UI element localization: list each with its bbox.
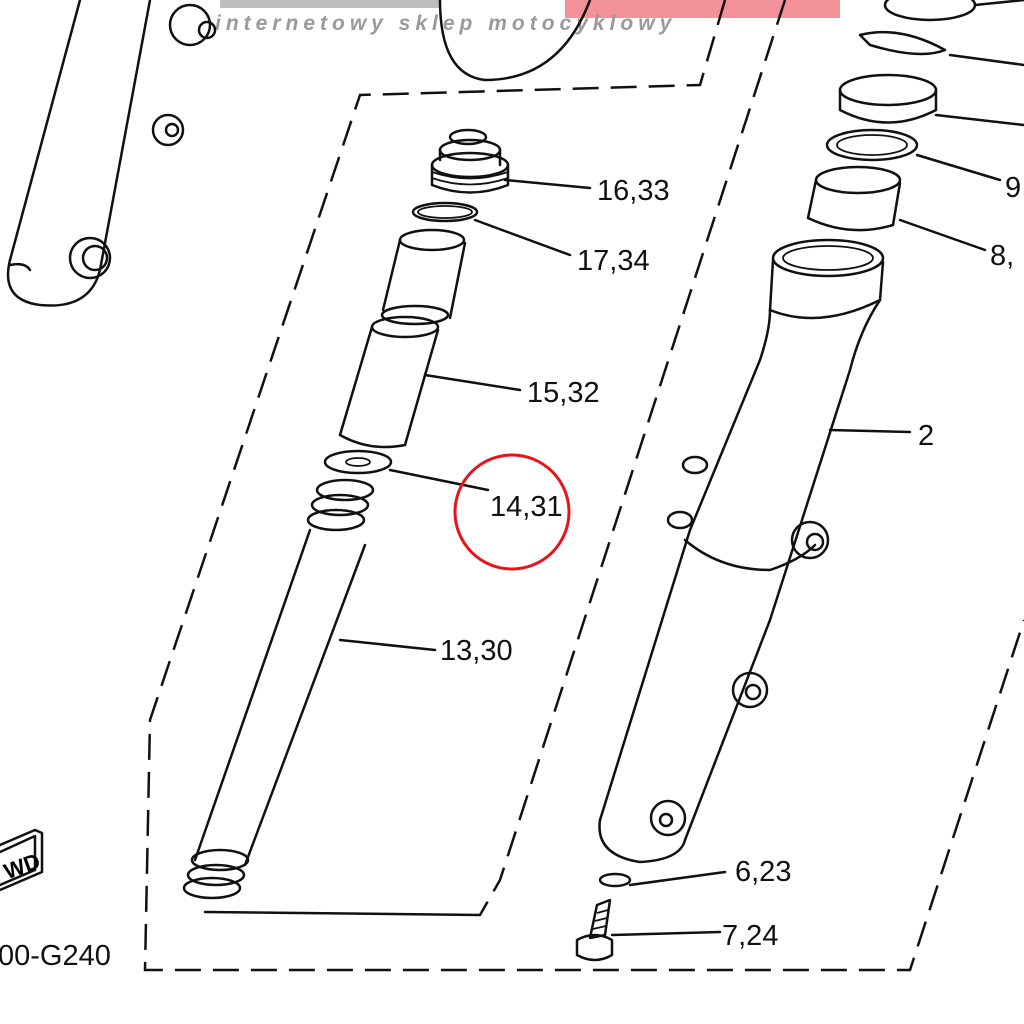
highlight-circle [453,453,571,571]
label-9: 9 [1005,172,1021,204]
watermark-logo: internetowy sklep motocyklowy [215,0,840,35]
part-drain-washer [598,870,727,888]
part-drain-bolt [575,898,722,962]
part-fork-spring [182,478,437,900]
part-spacer [338,315,522,449]
part-washer [323,449,490,492]
fwd-badge: WD [0,828,43,892]
label-17-34: 17,34 [577,245,650,277]
part-cap-bolt [430,128,592,194]
assembly-outline [143,0,1024,972]
label-7-24: 7,24 [722,920,778,952]
watermark-tagline: internetowy sklep motocyklowy [215,12,676,35]
part-stack-right [806,0,1024,252]
left-fork-leg [6,0,217,307]
label-13-30: 13,30 [440,635,513,667]
label-14-31: 14,31 [490,491,563,523]
part-o-ring [411,201,479,223]
part-collar [380,228,467,326]
label-2: 2 [918,420,934,452]
part-outer-tube [598,238,912,864]
label-16-33: 16,33 [597,175,670,207]
label-8: 8, [990,240,1014,272]
label-6-23: 6,23 [735,856,791,888]
diagram-code: 00-G240 [0,940,111,972]
fwd-badge-text: WD [0,848,43,884]
top-gasket [438,0,592,82]
label-15-32: 15,32 [527,377,600,409]
